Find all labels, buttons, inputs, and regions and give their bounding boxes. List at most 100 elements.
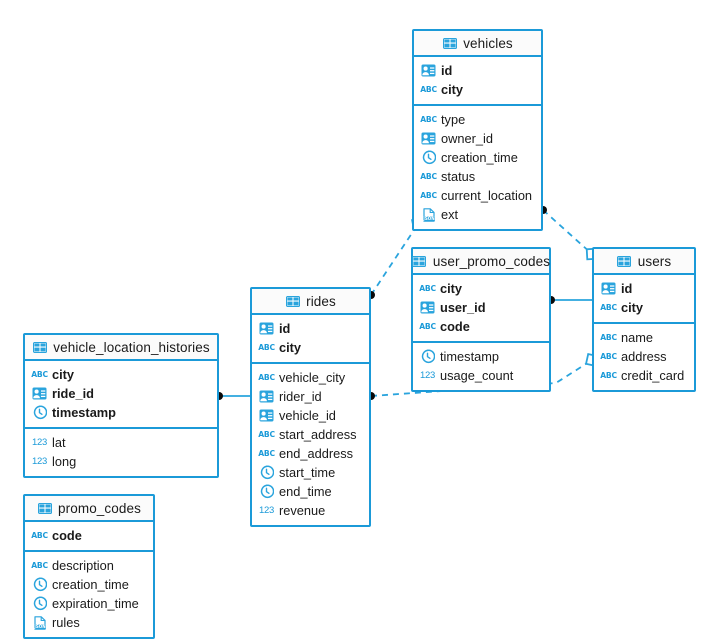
field-label: ride_id (52, 386, 94, 401)
table-grid-icon (412, 254, 427, 269)
field-label: city (279, 340, 302, 355)
field-label: ext (441, 207, 459, 222)
id-badge-icon (259, 389, 274, 404)
field-label: timestamp (52, 405, 117, 420)
field-user_promo_codes-user_id[interactable]: user_id (413, 298, 549, 317)
number-123-icon: 123 (259, 504, 274, 516)
field-rides-end_time[interactable]: end_time (252, 482, 369, 501)
json-file-icon: JSON (32, 615, 47, 630)
abc-text-icon: ABC (420, 190, 437, 200)
relationship-line-rides-to-users[interactable] (370, 359, 593, 397)
table-header-user_promo_codes[interactable]: user_promo_codes (412, 249, 551, 275)
id-badge-icon (32, 386, 47, 401)
clock-icon (421, 150, 436, 165)
field-promo_codes-expiration_time[interactable]: expiration_time (25, 594, 153, 613)
table-title-user_promo_codes: user_promo_codes (432, 253, 551, 269)
abc-text-icon: ABC (600, 370, 617, 380)
table-header-rides[interactable]: rides (252, 289, 369, 315)
field-label: rules (52, 615, 80, 630)
field-promo_codes-rules[interactable]: JSON rules (25, 613, 153, 632)
field-vehicle_location_histories-timestamp[interactable]: timestamp (25, 403, 217, 422)
field-label: expiration_time (52, 596, 139, 611)
abc-text-icon: ABC (258, 429, 275, 439)
field-rides-start_address[interactable]: ABC start_address (252, 425, 369, 444)
table-header-promo_codes[interactable]: promo_codes (25, 496, 153, 522)
field-label: end_address (279, 446, 353, 461)
field-promo_codes-creation_time[interactable]: creation_time (25, 575, 153, 594)
table-title-rides: rides (306, 293, 336, 309)
field-label: end_time (279, 484, 332, 499)
abc-text-icon: ABC (31, 560, 48, 570)
table-title-vehicle_location_histories: vehicle_location_histories (53, 339, 210, 355)
field-user_promo_codes-timestamp[interactable]: timestamp (413, 347, 549, 366)
abc-text-icon: ABC (420, 114, 437, 124)
table-header-vehicle_location_histories[interactable]: vehicle_location_histories (25, 335, 217, 361)
id-badge-icon (421, 63, 436, 78)
field-users-id[interactable]: id (594, 279, 694, 298)
field-label: vehicle_id (279, 408, 336, 423)
svg-text:JSON: JSON (33, 624, 46, 629)
id-badge-icon (259, 408, 274, 423)
field-vehicles-ext[interactable]: JSON ext (414, 205, 541, 224)
table-title-promo_codes: promo_codes (58, 500, 141, 516)
number-123-icon: 123 (32, 436, 47, 448)
field-vehicles-owner_id[interactable]: owner_id (414, 129, 541, 148)
field-label: code (440, 319, 470, 334)
json-file-icon: JSON (421, 207, 436, 222)
id-badge-icon (259, 321, 274, 336)
field-label: timestamp (440, 349, 500, 364)
table-grid-icon (617, 254, 632, 269)
relationship-line-rides-to-vehicles[interactable] (370, 223, 419, 296)
field-label: name (621, 330, 654, 345)
field-label: vehicle_city (279, 370, 346, 385)
field-label: lat (52, 435, 66, 450)
field-rides-rider_id[interactable]: rider_id (252, 387, 369, 406)
table-header-vehicles[interactable]: vehicles (414, 31, 541, 57)
field-users-credit_card[interactable]: ABC credit_card (594, 366, 694, 385)
clock-icon (420, 349, 435, 364)
field-vehicle_location_histories-ride_id[interactable]: ride_id (25, 384, 217, 403)
field-rides-city[interactable]: ABC city (252, 338, 369, 357)
field-vehicle_location_histories-lat[interactable]: 123 lat (25, 433, 217, 452)
abc-text-icon: ABC (31, 369, 48, 379)
number-123-icon: 123 (420, 369, 435, 381)
id-badge-icon (601, 281, 616, 296)
field-rides-start_time[interactable]: start_time (252, 463, 369, 482)
field-label: id (441, 63, 453, 78)
field-vehicles-creation_time[interactable]: creation_time (414, 148, 541, 167)
field-label: start_address (279, 427, 357, 442)
table-header-users[interactable]: users (594, 249, 694, 275)
abc-text-icon: ABC (258, 342, 275, 352)
field-vehicles-id[interactable]: id (414, 61, 541, 80)
id-badge-icon (421, 131, 436, 146)
field-rides-vehicle_id[interactable]: vehicle_id (252, 406, 369, 425)
field-rides-id[interactable]: id (252, 319, 369, 338)
field-label: credit_card (621, 368, 685, 383)
